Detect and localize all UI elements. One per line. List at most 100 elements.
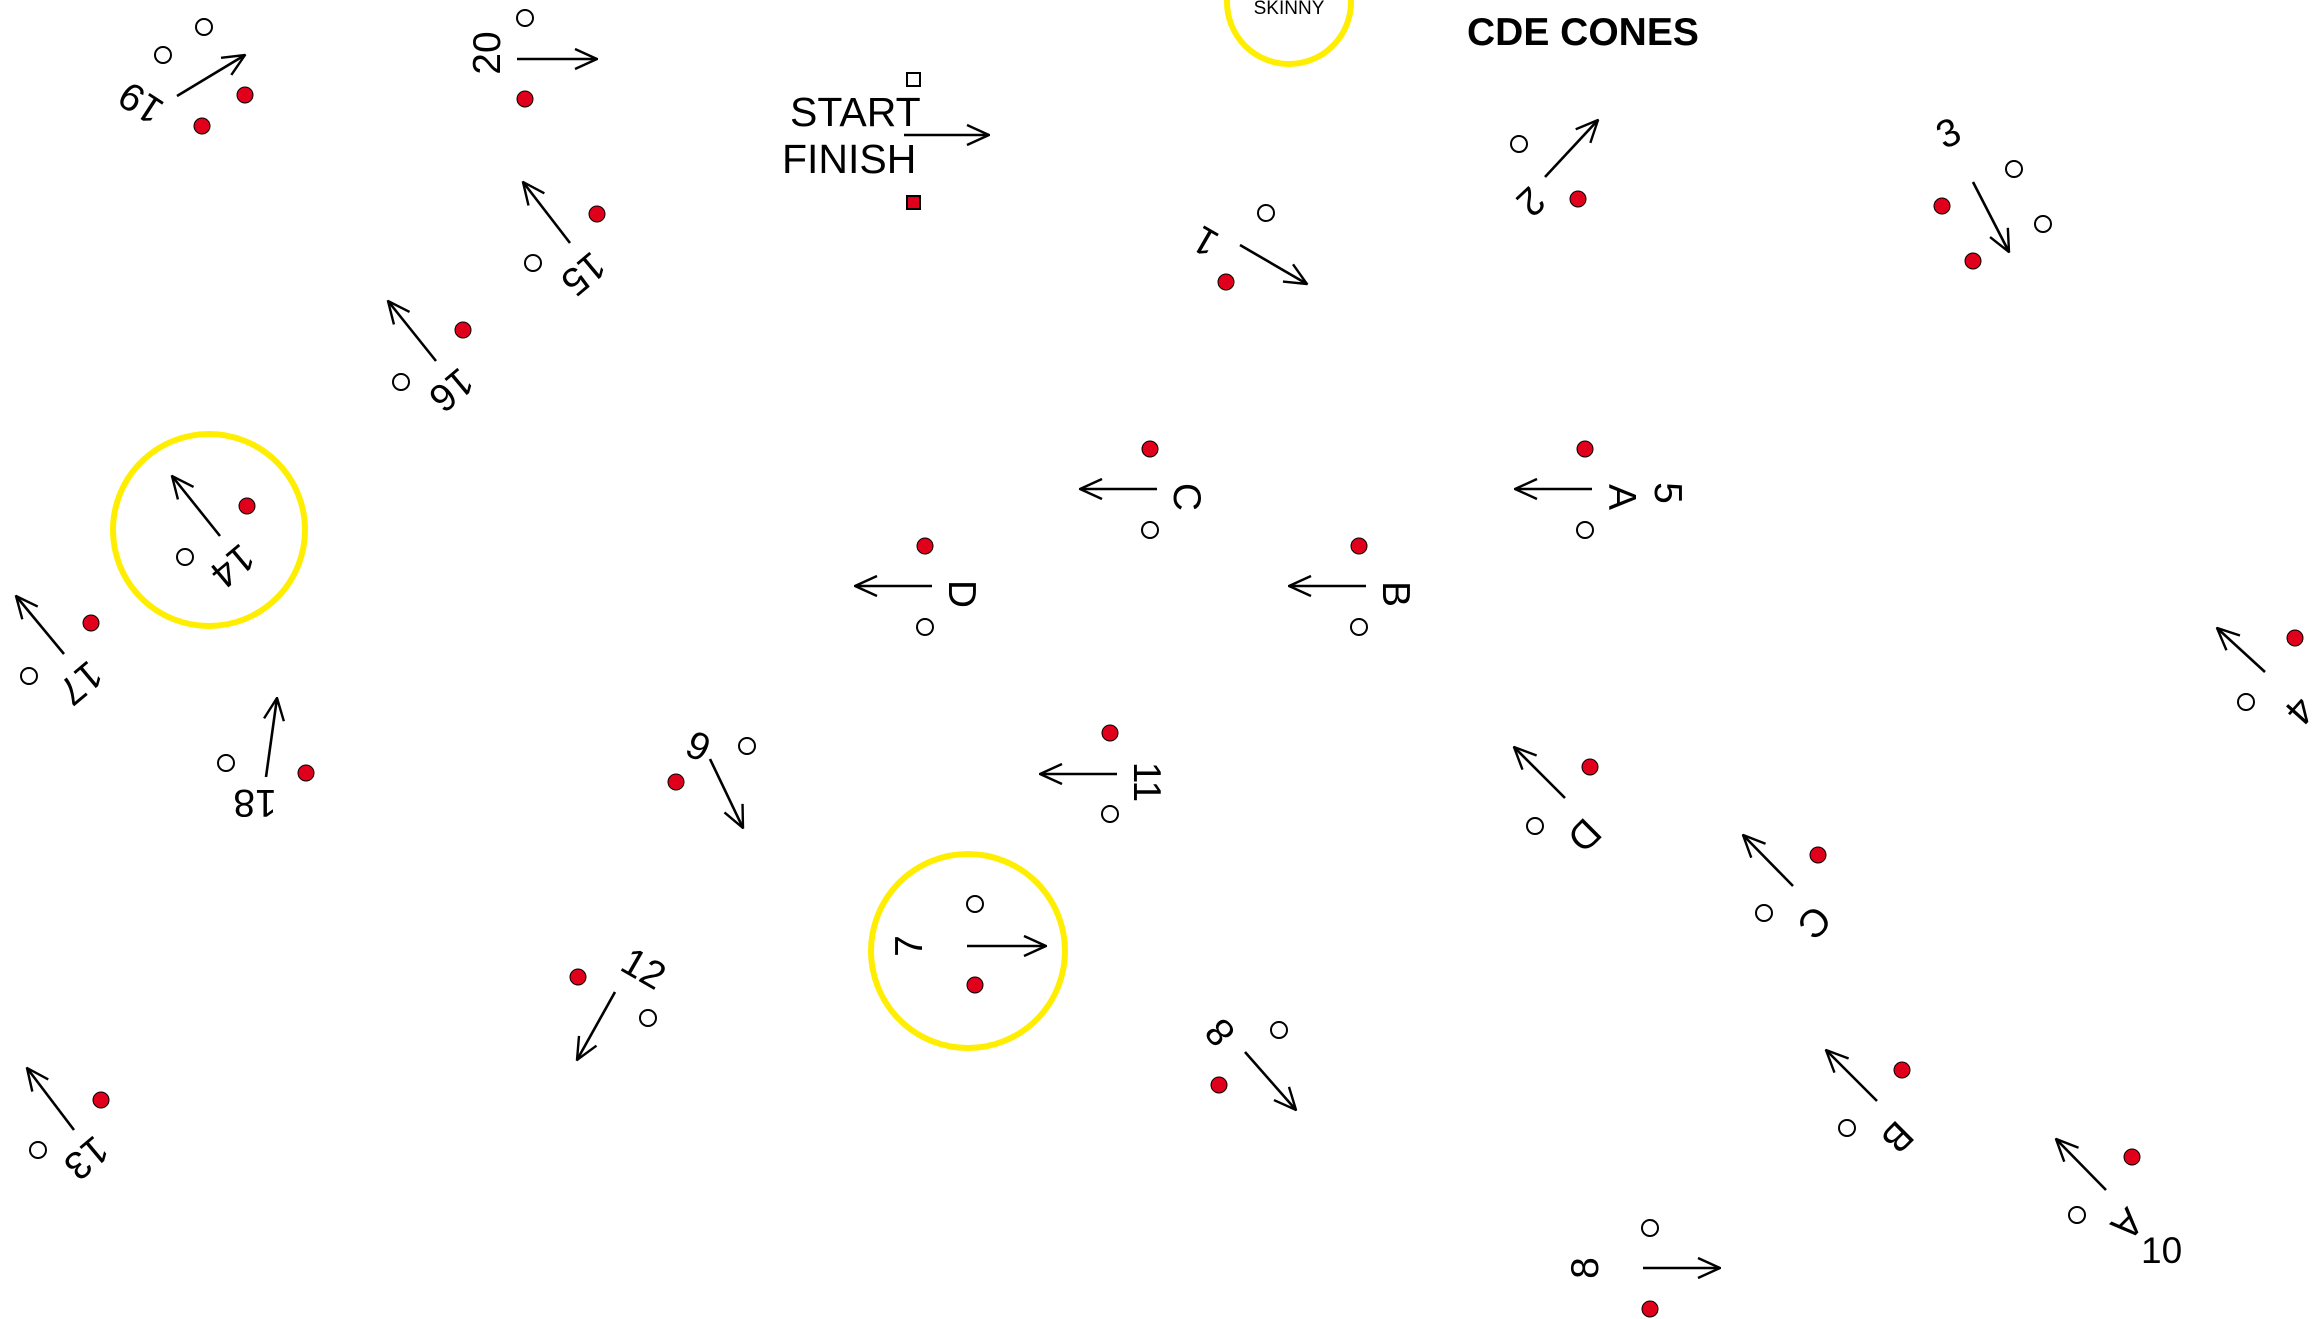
red-cone <box>236 86 254 104</box>
red-cone <box>1581 758 1599 776</box>
white-cone <box>1510 135 1528 153</box>
red-cone <box>966 976 984 994</box>
white-cone <box>1257 204 1275 222</box>
gate-number: 3 <box>1930 110 1968 158</box>
white-cone <box>639 1009 657 1027</box>
skinny-label: SKINNY <box>1254 0 1325 19</box>
start-finish: START FINISH <box>782 72 989 210</box>
gate-14: 14 <box>172 476 262 596</box>
red-cone <box>916 537 934 555</box>
red-cone <box>569 968 587 986</box>
white-cone <box>1101 805 1119 823</box>
red-cone <box>1893 1061 1911 1079</box>
gate-number: 15 <box>553 243 614 304</box>
white-cone <box>966 895 984 913</box>
gate-14-highlight-circle <box>110 431 308 629</box>
white-cone <box>29 1141 47 1159</box>
red-cone <box>1641 1300 1659 1318</box>
gate-number: 19 <box>111 73 171 133</box>
gate-number: 2 <box>1508 178 1553 224</box>
gate-number: 1 <box>1186 217 1226 265</box>
cone-c-lower: C <box>1743 835 1839 947</box>
cone-b-lower: B <box>1826 1050 1921 1161</box>
direction-arrow <box>1743 835 1794 887</box>
direction-arrow <box>27 1068 76 1131</box>
direction-arrow <box>388 301 438 362</box>
direction-arrow <box>1544 120 1598 178</box>
white-cone <box>516 9 534 27</box>
direction-arrow <box>2217 628 2266 673</box>
gate-number: 4 <box>2276 688 2317 733</box>
gate-12: 12 <box>569 940 673 1060</box>
cone-b-upper: B <box>1289 537 1417 636</box>
gate-number: 12 <box>614 940 673 999</box>
direction-arrow <box>1514 747 1566 799</box>
gate-number: 18 <box>233 781 276 824</box>
direction-arrow <box>1239 243 1307 284</box>
gate-3: 3 <box>1930 110 2052 270</box>
gate-11: 11 <box>1040 724 1168 823</box>
white-cone <box>176 548 194 566</box>
white-cone <box>20 667 38 685</box>
red-cone <box>1217 273 1235 291</box>
gate-7: 7 <box>888 895 1046 994</box>
red-cone <box>1964 252 1982 270</box>
red-cone <box>297 764 315 782</box>
white-cone <box>1576 521 1594 539</box>
direction-arrow <box>2056 1139 2107 1191</box>
red-cone <box>1569 190 1587 208</box>
white-cone <box>738 737 756 755</box>
white-cone <box>154 46 172 64</box>
gate-9: 8 <box>1564 1219 1720 1318</box>
direction-arrow <box>577 991 617 1060</box>
red-cone <box>1141 440 1159 458</box>
red-cone <box>667 773 685 791</box>
highlight-circles <box>110 0 1354 1051</box>
cone-d-lower: D <box>1514 747 1609 860</box>
gate-number: 17 <box>50 652 111 713</box>
white-cone <box>1350 618 1368 636</box>
cone-letter: A <box>1600 484 1643 510</box>
cone-c-upper: C <box>1080 440 1208 539</box>
gate-number: 13 <box>56 1127 117 1188</box>
direction-arrow <box>708 758 743 828</box>
cone-letter: B <box>1872 1112 1921 1161</box>
white-cone <box>916 618 934 636</box>
gate-6-upper: 6 <box>667 721 756 828</box>
red-cone <box>588 205 606 223</box>
gate-5: 5 A <box>1515 440 1689 539</box>
red-cone <box>1576 440 1594 458</box>
gate-4: 4 <box>2217 628 2317 733</box>
red-cone <box>454 321 472 339</box>
cone-a-lower: A <box>2056 1139 2151 1248</box>
direction-arrow <box>523 182 572 244</box>
gate-number: 14 <box>202 535 263 596</box>
cone-d-upper: D <box>855 537 983 636</box>
gate-20: 20 <box>466 9 597 108</box>
direction-arrow <box>172 476 222 537</box>
gate-2: 2 <box>1508 120 1598 224</box>
white-cone <box>2237 693 2255 711</box>
white-cone <box>2005 160 2023 178</box>
cone-letter: C <box>1789 897 1839 947</box>
gate-8: 8 <box>1197 1010 1296 1110</box>
gate-17: 17 <box>16 596 110 713</box>
direction-arrow <box>1826 1050 1878 1102</box>
white-cone <box>1141 521 1159 539</box>
finish-marker-red <box>906 195 921 210</box>
gate-19: 19 <box>111 18 254 135</box>
direction-arrow <box>266 698 277 778</box>
gate-7-highlight-circle <box>868 851 1068 1051</box>
white-cone <box>217 754 235 772</box>
gate-number: 8 <box>1564 1257 1607 1279</box>
white-cone <box>195 18 213 36</box>
gate-1: 1 <box>1186 204 1307 291</box>
cone-letter: B <box>1374 581 1417 607</box>
white-cone <box>1755 904 1773 922</box>
red-cone <box>2286 629 2304 647</box>
cone-letter: D <box>1559 810 1609 860</box>
direction-arrow <box>176 55 245 98</box>
direction-arrow <box>1244 1051 1296 1110</box>
